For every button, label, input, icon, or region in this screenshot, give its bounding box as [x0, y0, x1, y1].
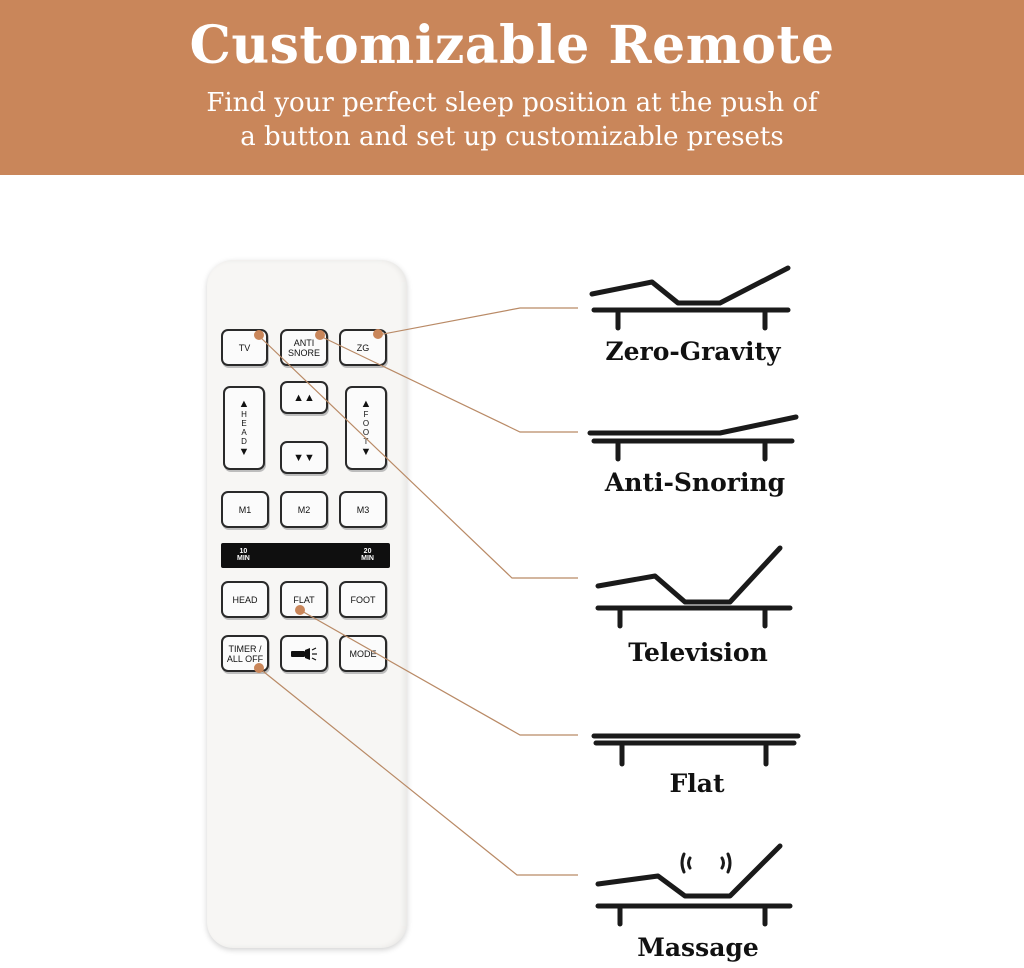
up-arrow-icon: ▲: [360, 398, 372, 410]
head-vertical-label: H E A D: [241, 410, 247, 446]
zg-dot: [373, 329, 383, 339]
memory-3-button[interactable]: M3: [339, 491, 387, 528]
page-subtitle: Find your perfect sleep position at the …: [0, 86, 1024, 154]
both-up-button[interactable]: ▲▲: [280, 381, 328, 414]
page-title: Customizable Remote: [189, 15, 835, 76]
flat-dot: [295, 605, 305, 615]
zero-gravity-leader: [377, 307, 578, 336]
subtitle-line-1: Find your perfect sleep position at the …: [206, 88, 818, 118]
television-label: Television: [628, 638, 768, 667]
remote-control: TV ANTI SNORE ZG ▲ H E A D ▼ ▲▲ ▼▼ ▲ F O…: [207, 260, 407, 948]
timer-20-min-label: 20 MIN: [361, 548, 374, 562]
foot-vertical-label: F O O T: [362, 410, 370, 446]
timer-dot: [254, 663, 264, 673]
vibration-icon: [680, 852, 732, 874]
mode-button[interactable]: MODE: [339, 635, 387, 672]
flat-bed-icon: [591, 733, 801, 767]
massage-leader: [258, 667, 578, 876]
anti-snoring-leader: [319, 335, 578, 433]
head-massage-button[interactable]: HEAD: [221, 581, 269, 618]
massage-label: Massage: [637, 933, 759, 962]
zero-gravity-label: Zero-Gravity: [605, 337, 781, 366]
flat-leader: [299, 609, 578, 736]
tv-dot: [254, 330, 264, 340]
tv-button[interactable]: TV: [221, 329, 268, 366]
flashlight-icon: [291, 646, 317, 661]
foot-adjust-button[interactable]: ▲ F O O T ▼: [345, 386, 387, 470]
header-banner: Customizable Remote Find your perfect sl…: [0, 0, 1024, 175]
television-bed-icon: [595, 545, 793, 629]
timer-10-min-label: 10 MIN: [237, 548, 250, 562]
flat-label: Flat: [669, 769, 725, 798]
foot-massage-button[interactable]: FOOT: [339, 581, 387, 618]
flashlight-button[interactable]: [280, 635, 328, 672]
subtitle-line-2: a button and set up customizable presets: [240, 122, 784, 152]
timer-display-strip: 10 MIN 20 MIN: [221, 543, 390, 568]
timer-all-off-button[interactable]: TIMER / ALL OFF: [221, 635, 269, 672]
anti-snoring-label: Anti-Snoring: [604, 468, 786, 497]
head-adjust-button[interactable]: ▲ H E A D ▼: [223, 386, 265, 470]
anti-snoring-bed-icon: [587, 414, 799, 462]
up-arrow-icon: ▲: [238, 398, 250, 410]
both-down-button[interactable]: ▼▼: [280, 441, 328, 474]
double-down-arrow-icon: ▼▼: [293, 451, 315, 464]
anti-snore-dot: [315, 330, 325, 340]
massage-bed-icon: [595, 843, 793, 927]
down-arrow-icon: ▼: [238, 446, 250, 458]
double-up-arrow-icon: ▲▲: [293, 391, 315, 404]
television-leader: [258, 335, 578, 579]
down-arrow-icon: ▼: [360, 446, 372, 458]
memory-1-button[interactable]: M1: [221, 491, 269, 528]
zero-gravity-bed-icon: [589, 265, 791, 331]
memory-2-button[interactable]: M2: [280, 491, 328, 528]
